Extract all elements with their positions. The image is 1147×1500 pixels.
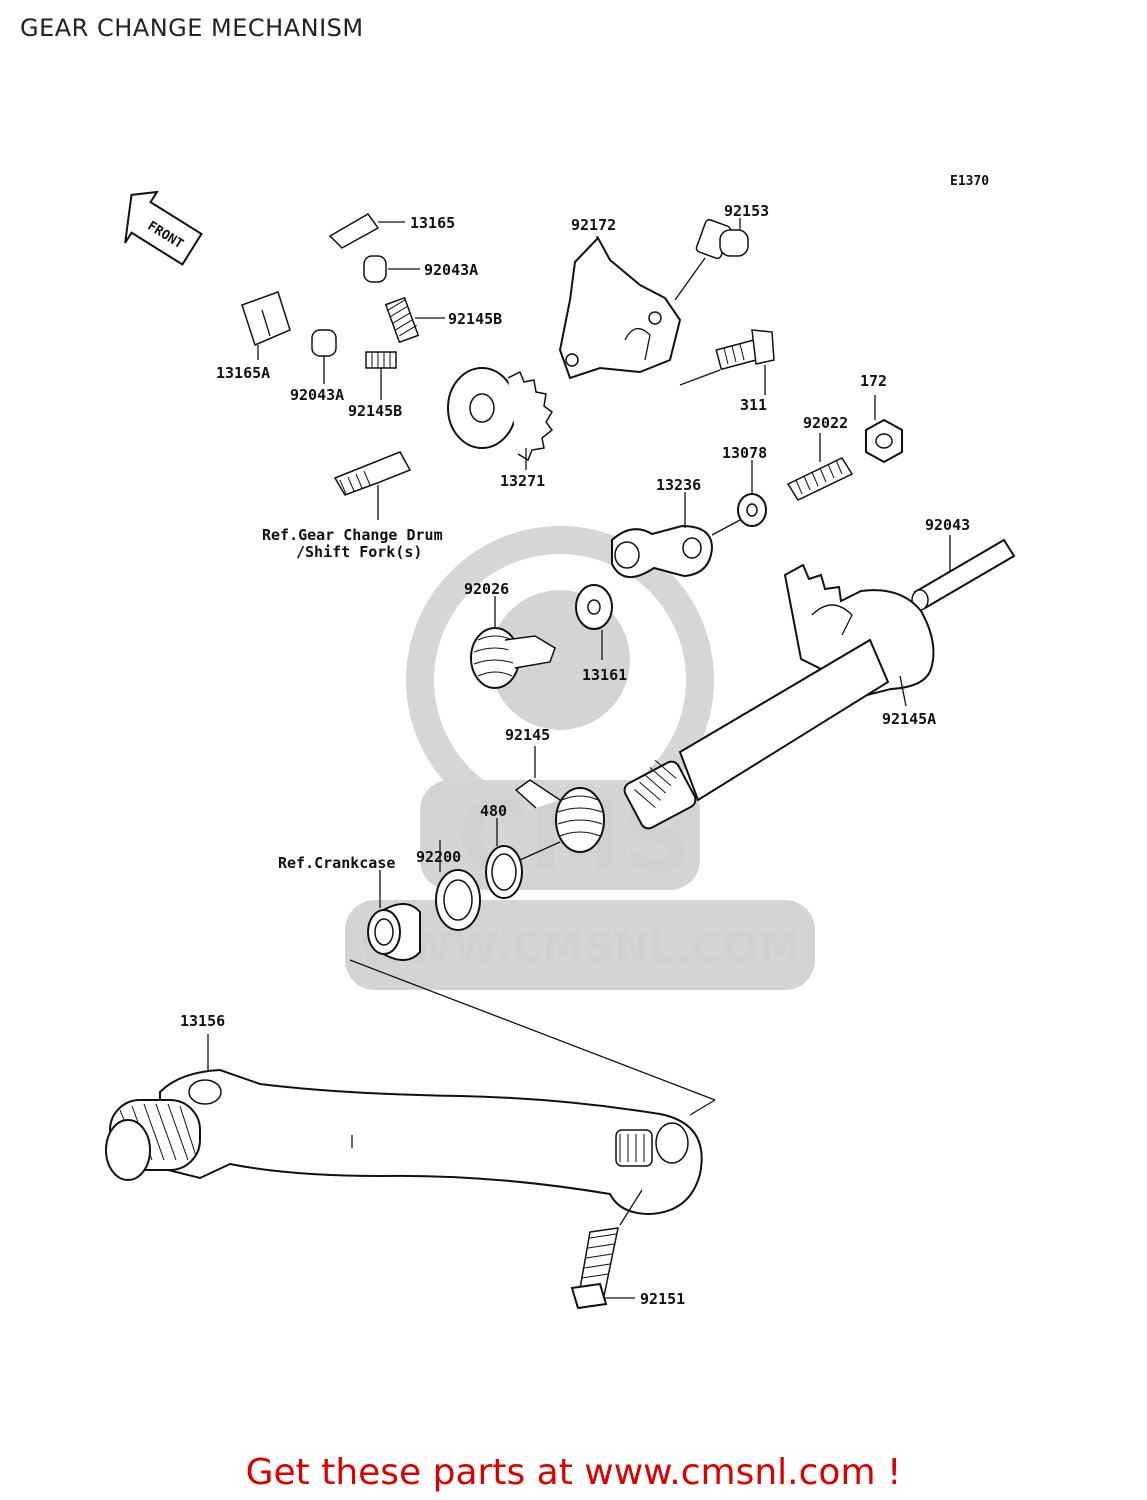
- label-311: 172: [860, 372, 887, 390]
- part-92200-shape: [435, 840, 481, 931]
- label-13156: 13156: [180, 1012, 225, 1030]
- part-13165-shape: [328, 213, 405, 249]
- label-92026: 13161: [582, 666, 627, 684]
- part-92145-shape: [514, 746, 605, 853]
- ref-crankcase: Ref.Crankcase: [278, 854, 395, 872]
- label-92043a: 92043A: [290, 386, 344, 404]
- part-92145b-shape: [365, 351, 397, 400]
- part-92151-shape: [570, 1189, 643, 1310]
- ref-drum-line2: /Shift Fork(s): [296, 543, 422, 561]
- promo-link[interactable]: Get these parts at www.cmsnl.com !: [245, 1452, 902, 1493]
- label-13165a: 13165A: [216, 364, 270, 382]
- part-92043-shape: [911, 535, 1016, 611]
- label-92153: 311: [740, 396, 767, 414]
- label-92145: 92145: [505, 726, 550, 744]
- part-13236-shape: [611, 492, 714, 578]
- part-92043a-shape: [311, 329, 337, 384]
- part-13165a-shape: [241, 291, 291, 360]
- label-92043a-top: 92043A: [424, 261, 478, 279]
- part-92145a-shape: [470, 596, 556, 689]
- label-92145a: 92026: [464, 580, 509, 598]
- part-92022-shape: [711, 460, 767, 536]
- label-92172: 92153: [724, 202, 769, 220]
- label-172: 92022: [803, 414, 848, 432]
- label-13165: 13165: [410, 214, 455, 232]
- part-13271-shape: [558, 236, 682, 380]
- part-92153-shape: [715, 329, 775, 395]
- part-92172-shape: [674, 218, 749, 301]
- part-13161-shape: [623, 563, 935, 830]
- label-92145b-top: 92145B: [448, 310, 502, 328]
- diagram-code: E1370: [950, 174, 989, 189]
- part-92145b-top-shape: [384, 296, 445, 344]
- watermark-url-text: WWW.CMSNL.COM: [360, 923, 801, 972]
- front-arrow-icon: FRONT: [124, 190, 203, 266]
- ref-drum-line1: Ref.Gear Change Drum: [262, 526, 443, 544]
- part-311-shape: [865, 395, 903, 464]
- label-13271: 92172: [571, 216, 616, 234]
- label-92043: 92043: [925, 516, 970, 534]
- label-92200: 92200: [416, 848, 461, 866]
- label-13161: 92145A: [882, 710, 936, 728]
- part-13156-shape: [105, 1034, 716, 1216]
- label-92151: 92151: [640, 1290, 685, 1308]
- part-480-shape: [485, 818, 561, 899]
- label-92145b: 92145B: [348, 402, 402, 420]
- label-13236: 13236: [656, 476, 701, 494]
- label-13078: 13271: [500, 472, 545, 490]
- part-92043a-top-shape: [363, 255, 420, 283]
- part-92026-shape: [575, 584, 613, 660]
- part-crankcase-seal-shape: [349, 870, 716, 1101]
- page-title: GEAR CHANGE MECHANISM: [20, 14, 364, 42]
- part-drum-stud-shape: [333, 451, 412, 520]
- part-172-shape: [786, 433, 854, 501]
- part-13078-shape: [447, 367, 554, 470]
- label-92022: 13078: [722, 444, 767, 462]
- label-480: 480: [480, 802, 507, 820]
